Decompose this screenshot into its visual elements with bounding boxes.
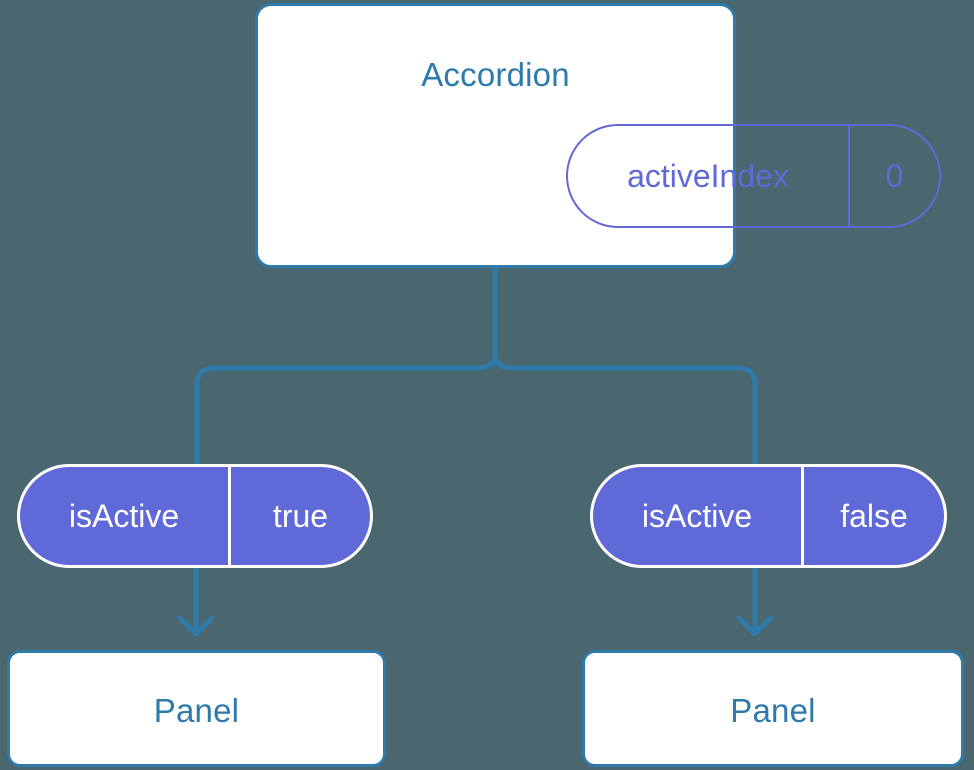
prop-key-active-index: activeIndex (568, 126, 850, 226)
component-title-panel-right: Panel (730, 692, 816, 729)
left-arrowhead-icon (177, 615, 215, 637)
prop-value-active-index: 0 (885, 157, 904, 194)
prop-value-is-active-right: false (840, 497, 908, 534)
prop-key-is-active-left: isActive (20, 467, 231, 565)
prop-key-is-active-right: isActive (593, 467, 804, 565)
component-title-panel-left: Panel (153, 692, 240, 729)
prop-pill-is-active-left[interactable]: isActive true (17, 464, 373, 568)
right-arrowhead-icon (736, 615, 774, 637)
component-card-panel-left[interactable]: Panel (7, 650, 386, 767)
component-card-panel-right[interactable]: Panel (582, 650, 964, 767)
connector-branch-bar (194, 352, 758, 467)
component-card-accordion[interactable]: Accordion activeIndex 0 (255, 3, 941, 268)
component-title-accordion: Accordion (421, 56, 570, 93)
prop-pill-is-active-right[interactable]: isActive false (590, 464, 947, 568)
prop-pill-active-index[interactable]: activeIndex 0 (566, 124, 941, 228)
prop-value-is-active-left: true (272, 497, 329, 534)
